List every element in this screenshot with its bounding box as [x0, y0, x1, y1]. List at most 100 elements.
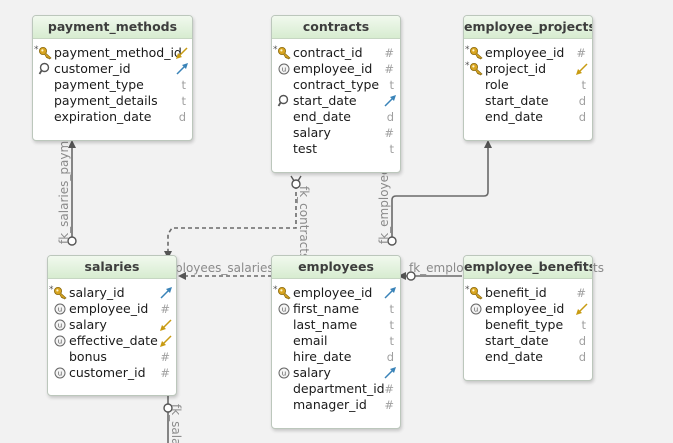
svg-text:u: u — [282, 66, 286, 74]
column-row[interactable]: hire_date d — [272, 349, 400, 365]
column-type: t — [581, 318, 586, 332]
svg-text:u: u — [282, 370, 286, 378]
no-icon — [274, 317, 292, 333]
column-row[interactable]: * employee_id — [272, 285, 400, 301]
column-row[interactable]: customer_id — [33, 61, 192, 77]
column-name: project_id — [485, 61, 547, 76]
unique-icon: u — [274, 61, 292, 77]
column-type: t — [389, 142, 394, 156]
column-type: # — [384, 398, 394, 412]
column-row[interactable]: start_date — [272, 93, 400, 109]
required-marker: * — [273, 285, 278, 295]
column-name: employee_id — [293, 285, 373, 300]
no-icon — [466, 77, 484, 93]
no-icon — [35, 109, 53, 125]
table-title[interactable]: payment_methods — [33, 16, 192, 39]
column-type: # — [384, 46, 394, 60]
arrow-employee-benefits — [398, 272, 406, 280]
required-marker: * — [465, 285, 470, 295]
column-name: end_date — [485, 109, 543, 124]
arrow-employee-projects — [484, 140, 492, 148]
end-circle-salaries-bottom — [163, 403, 173, 413]
fk-in-arrow-icon — [176, 63, 188, 75]
column-row[interactable]: benefit_type t — [464, 317, 592, 333]
svg-text:u: u — [58, 338, 62, 346]
column-type: t — [181, 94, 186, 108]
label-fk-employees-salaries: ployees_salaries — [175, 261, 274, 275]
key-icon: * — [273, 285, 292, 301]
table-title[interactable]: contracts — [272, 16, 400, 39]
svg-text:u: u — [474, 306, 478, 314]
table-title[interactable]: salaries — [48, 256, 176, 279]
column-name: role — [485, 77, 509, 92]
table-title[interactable]: employee_projects — [464, 16, 592, 39]
column-row[interactable]: manager_id# — [272, 397, 400, 413]
column-type: d — [578, 334, 586, 348]
column-row[interactable]: *benefit_id# — [464, 285, 592, 301]
label-fk-employee-benefits-tail: ts — [593, 261, 604, 275]
column-type: # — [384, 382, 394, 396]
key-icon: * — [465, 285, 484, 301]
no-icon — [466, 349, 484, 365]
fk-out-arrow-icon — [576, 303, 588, 315]
table-employee-projects[interactable]: employee_projects *employee_id#*project_i… — [463, 15, 593, 141]
column-row[interactable]: department_id# — [272, 381, 400, 397]
no-icon — [50, 349, 68, 365]
column-row[interactable]: salary# — [272, 125, 400, 141]
column-row[interactable]: *employee_id# — [464, 45, 592, 61]
column-row[interactable]: *salary_id — [48, 285, 176, 301]
column-row[interactable]: bonus# — [48, 349, 176, 365]
column-type: d — [386, 350, 394, 364]
svg-text:u: u — [58, 306, 62, 314]
label-fk-employee-projects: fk_employee — [377, 168, 391, 244]
no-icon — [466, 93, 484, 109]
column-row[interactable]: *payment_method_id — [33, 45, 192, 61]
column-row[interactable]: *contract_id# — [272, 45, 400, 61]
arrow-payment-methods — [68, 140, 76, 148]
key-icon: * — [465, 61, 484, 77]
column-name: employee_id — [485, 301, 565, 316]
column-name: start_date — [485, 93, 549, 108]
label-fk-employee-benefits: fk_employ — [409, 261, 471, 275]
column-name: salary — [69, 317, 107, 332]
required-marker: * — [273, 45, 278, 55]
table-title[interactable]: employees — [272, 256, 400, 279]
column-type: t — [389, 302, 394, 316]
fk-in-arrow-icon — [384, 367, 396, 379]
column-row[interactable]: u employee_id — [464, 301, 592, 317]
column-name: benefit_type — [485, 317, 564, 332]
column-name: salary — [293, 365, 331, 380]
table-employee-benefits[interactable]: employee_benefits *benefit_id#u employee_i… — [463, 255, 593, 381]
unique-icon: u — [466, 301, 484, 317]
table-title[interactable]: employee_benefits — [464, 256, 592, 279]
key-icon: * — [49, 285, 68, 301]
column-row[interactable]: *project_id — [464, 61, 592, 77]
column-name: hire_date — [293, 349, 352, 364]
